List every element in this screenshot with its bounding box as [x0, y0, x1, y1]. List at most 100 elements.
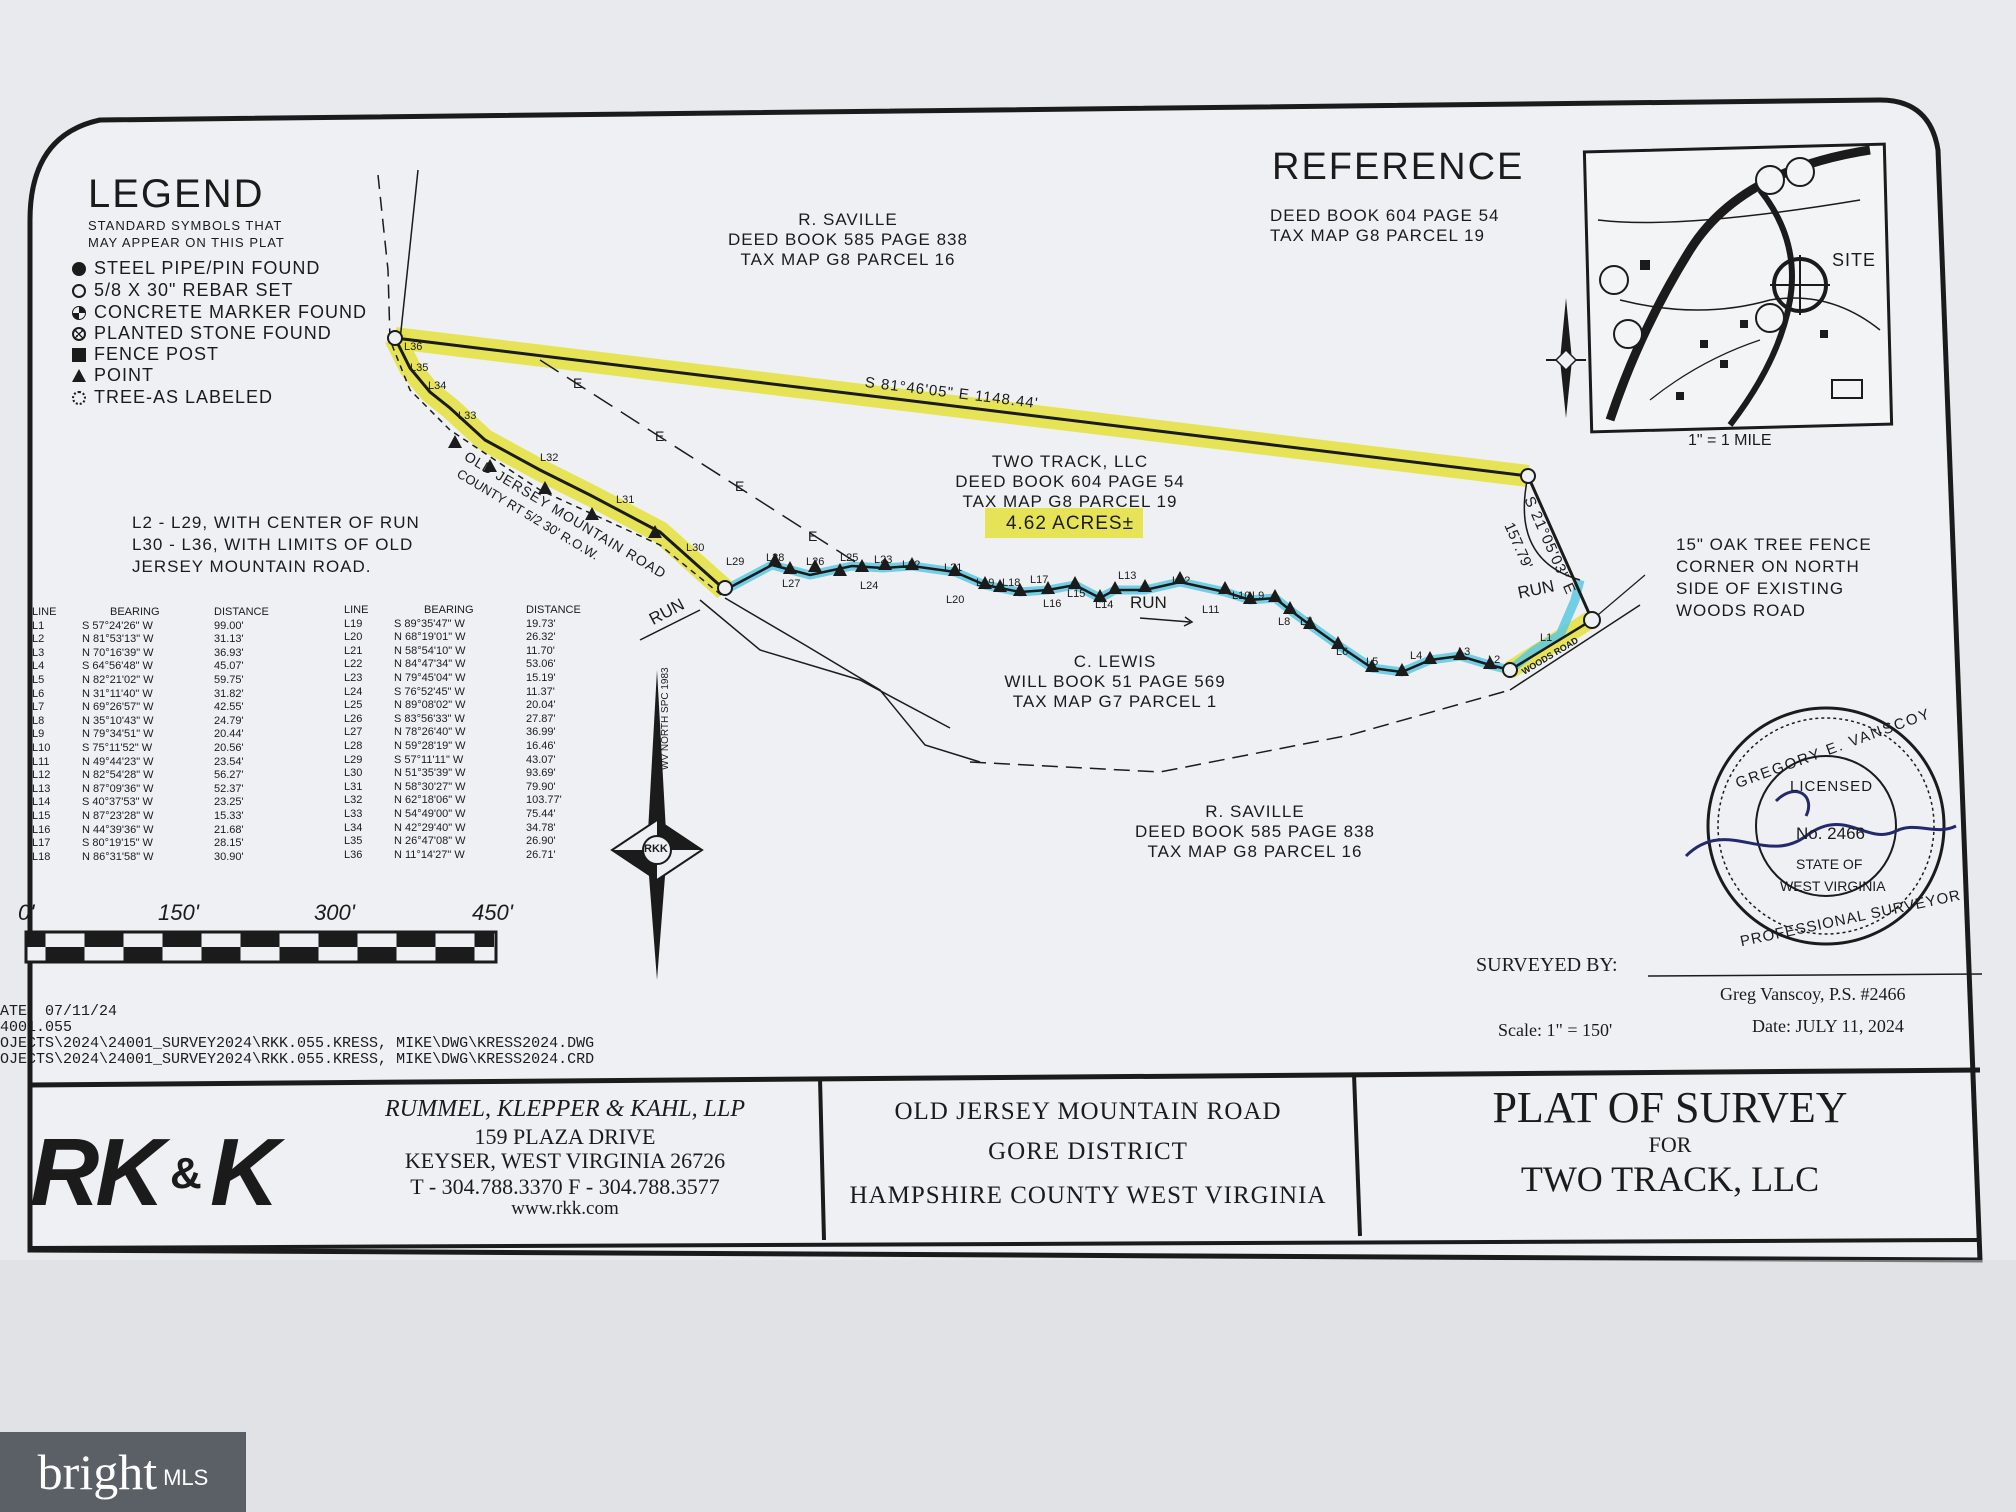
point-marker	[1138, 579, 1152, 592]
point-marker	[948, 563, 962, 576]
line-label: L9	[1252, 590, 1265, 602]
line-label: L11	[1202, 604, 1220, 616]
firm-block: RUMMEL, KLEPPER & KAHL, LLP 159 PLAZA DR…	[345, 1096, 785, 1236]
line-label: L8	[1278, 616, 1291, 628]
project-district: GORE DISTRICT	[988, 1138, 1188, 1165]
point-marker	[1243, 591, 1257, 604]
svg-text:&: &	[170, 1149, 202, 1198]
surveyor-seal	[1684, 706, 1957, 946]
line-label: L23	[874, 554, 893, 566]
drawing-date: Date: JULY 11, 2024	[1752, 1016, 1904, 1036]
tree-outline-icon	[72, 390, 86, 405]
point-marker	[808, 559, 822, 572]
open-circle-dot-icon	[72, 283, 86, 298]
filled-square-icon	[72, 347, 86, 362]
seal-number: No. 2466	[1796, 824, 1865, 843]
line-label: L36	[404, 341, 423, 353]
point-marker	[1218, 581, 1232, 594]
acreage: 4.62 ACRES±	[1005, 513, 1135, 534]
easement-letter: E	[655, 428, 665, 444]
point-marker	[855, 559, 869, 572]
seal-state: WEST VIRGINIA	[1780, 878, 1886, 894]
line-label: L18	[1002, 577, 1021, 589]
point-marker	[1013, 583, 1027, 596]
legend-item: POINT	[72, 365, 154, 386]
line-label: L6	[1336, 646, 1349, 658]
seal-licensed: LICENSED	[1790, 778, 1874, 795]
parcel-south-label: R. SAVILLE DEED BOOK 585 PAGE 838 TAX MA…	[1135, 802, 1375, 861]
line-label: L15	[1067, 588, 1086, 600]
point-marker	[1093, 589, 1107, 602]
north-arrow-label: WV NORTH SPC 1983	[660, 667, 671, 770]
file-info: ATE: 07/11/24 4001.055 OJECTS\2024\24001…	[0, 1003, 595, 1068]
line-label: L4	[1410, 650, 1423, 662]
parcel-north-label: R. SAVILLE DEED BOOK 585 PAGE 838 TAX MA…	[728, 210, 968, 269]
line-label: L10	[1232, 590, 1251, 602]
plat-title-for: FOR	[1648, 1132, 1692, 1157]
point-marker	[538, 481, 552, 494]
line-label: L29	[726, 556, 745, 568]
line-label: L2	[1488, 654, 1501, 666]
easement-letter: E	[573, 375, 583, 391]
point-marker	[1268, 589, 1282, 602]
reference-title: REFERENCE	[1272, 146, 1525, 188]
plat-title-block: PLAT OF SURVEY FOR TWO TRACK, LLC	[1360, 1078, 1980, 1238]
point-marker	[783, 561, 797, 574]
legend-item: FENCE POST	[72, 344, 219, 365]
line-label: L27	[782, 578, 801, 590]
point-marker	[448, 435, 462, 448]
legend-item: TREE-AS LABELED	[72, 387, 273, 408]
point-marker	[768, 553, 782, 566]
parcel-clewis-label: C. LEWIS WILL BOOK 51 PAGE 569 TAX MAP G…	[1004, 652, 1226, 711]
line-label: L19	[976, 577, 995, 589]
run-label: RUN	[1130, 593, 1167, 612]
legend-item: PLANTED STONE FOUND	[72, 323, 332, 344]
vicinity-site-label: SITE	[1832, 250, 1877, 270]
line-label: L34	[428, 380, 447, 392]
point-marker	[1453, 647, 1467, 660]
project-county: HAMPSHIRE COUNTY WEST VIRGINIA	[849, 1182, 1327, 1209]
point-marker	[1303, 616, 1317, 629]
watermark-brand: bright	[37, 1444, 158, 1500]
point-marker	[1331, 636, 1345, 649]
watermark-suffix: MLS	[163, 1465, 209, 1490]
oak-tree-note: 15" OAK TREE FENCE CORNER ON NORTH SIDE …	[1676, 535, 1872, 620]
vicinity-map	[1582, 142, 1894, 434]
firm-phone: T - 304.788.3370 F - 304.788.3577	[410, 1174, 720, 1199]
plat-border	[27, 97, 1983, 1263]
point-marker	[833, 563, 847, 576]
scale-label: 450'	[472, 900, 513, 925]
svg-text:K: K	[210, 1119, 286, 1226]
line-label: L35	[410, 362, 429, 374]
point-marker	[1173, 571, 1187, 584]
line-label: L16	[1043, 598, 1062, 610]
line-label: L31	[616, 494, 635, 506]
scale-label: 300'	[314, 900, 355, 925]
line-label: L17	[1030, 574, 1049, 586]
